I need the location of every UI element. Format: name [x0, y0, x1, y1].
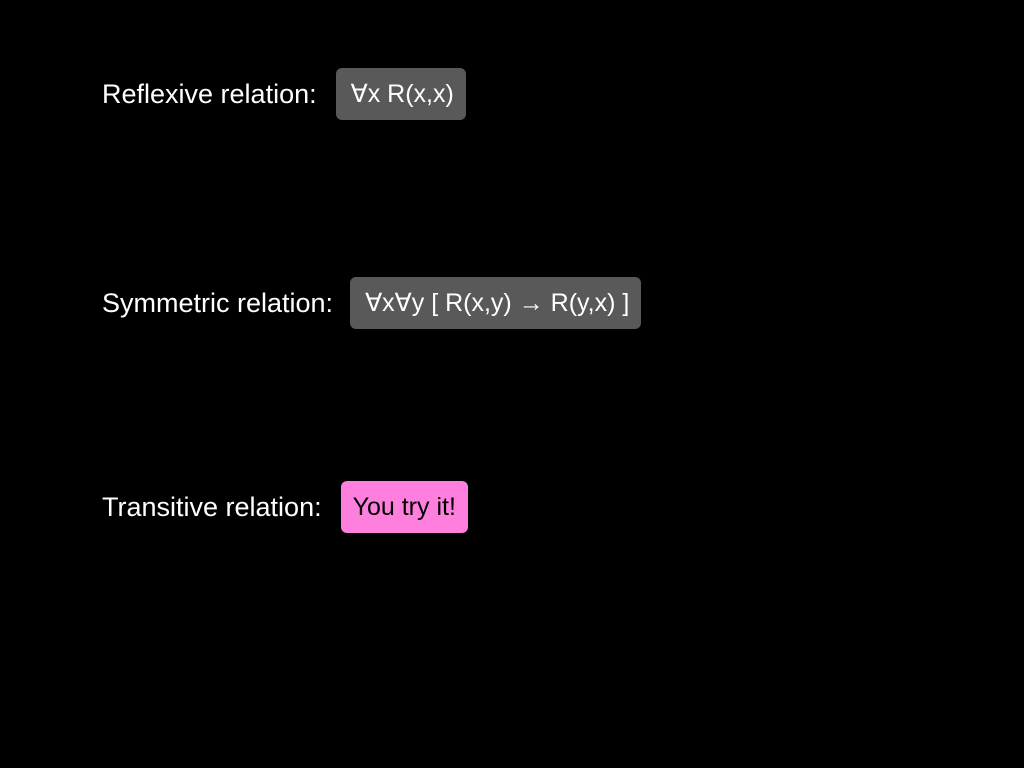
reflexive-row: Reflexive relation: ∀x R(x,x)	[102, 68, 466, 120]
symmetric-label: Symmetric relation:	[102, 287, 334, 318]
transitive-row: Transitive relation: You try it!	[102, 481, 468, 533]
transitive-label: Transitive relation:	[102, 491, 322, 522]
reflexive-formula-box: ∀x R(x,x)	[335, 68, 466, 120]
symmetric-formula-box: ∀x∀y [ R(x,y) → R(y,x) ]	[350, 277, 642, 329]
reflexive-label: Reflexive relation:	[102, 78, 317, 109]
transitive-prompt-box: You try it!	[340, 481, 468, 533]
symmetric-row: Symmetric relation: ∀x∀y [ R(x,y) → R(y,…	[102, 277, 642, 329]
